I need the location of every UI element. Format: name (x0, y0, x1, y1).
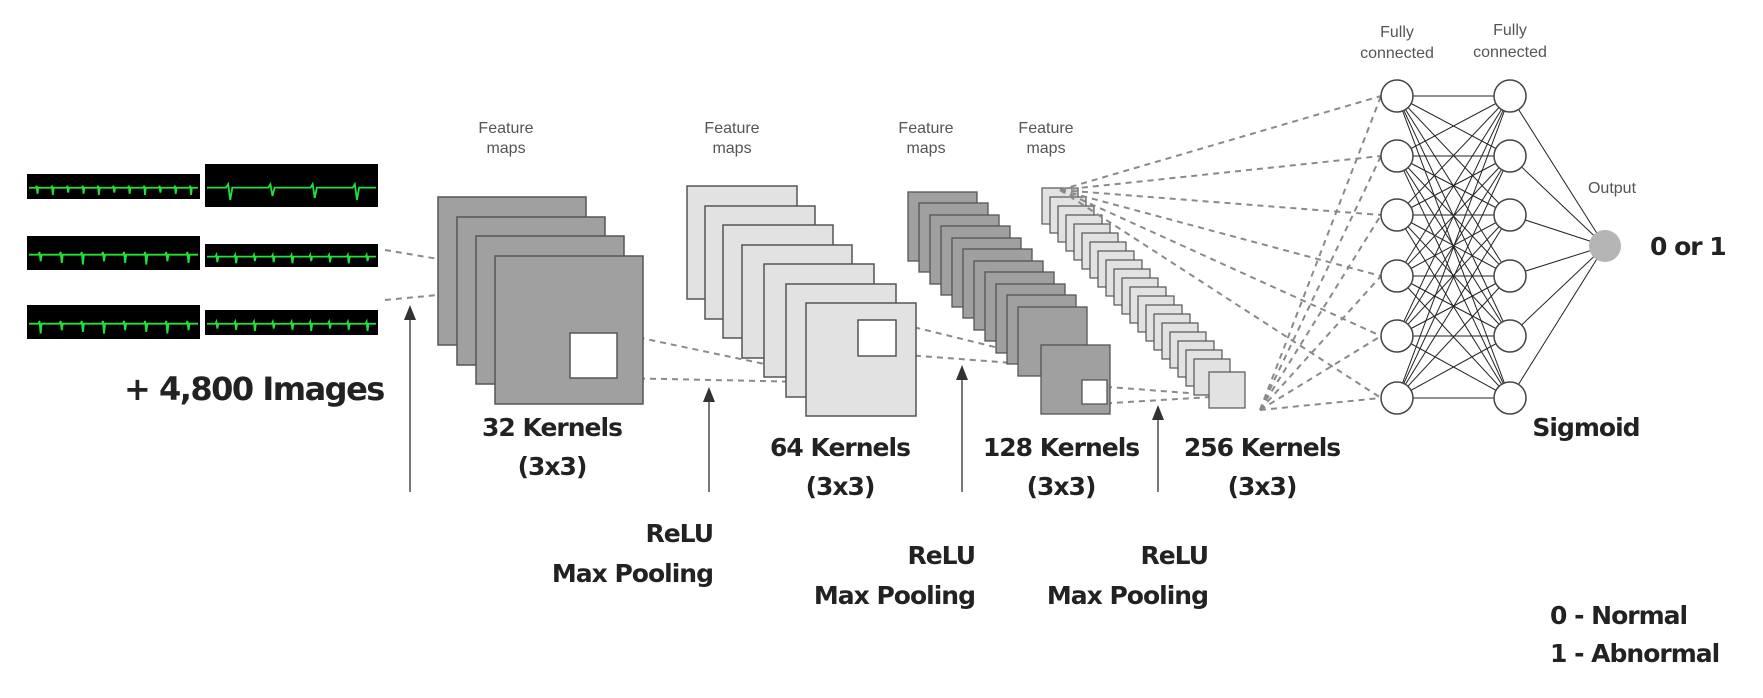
feature-maps-label-1b: maps (486, 140, 525, 157)
kernels-label-32: 32 Kernels (482, 413, 622, 442)
fc1-node (1380, 381, 1414, 415)
fc1-label-a: Fully (1380, 24, 1414, 41)
conv-block-128 (907, 191, 1111, 415)
kernels-label-64: 64 Kernels (770, 433, 910, 462)
fc1-label-b: connected (1360, 45, 1434, 62)
relu-label-2: ReLU (907, 541, 975, 570)
ecg-thumbnail (27, 305, 200, 339)
ecg-thumbnail (205, 164, 378, 207)
kernel-size-label-256: (3x3) (1228, 472, 1297, 501)
fc-connections (1396, 95, 1606, 399)
kernel-window (1081, 379, 1108, 405)
output-label: Output (1588, 180, 1637, 197)
feature-maps-label-2b: maps (712, 140, 751, 157)
feature-maps-label-2a: Feature (704, 120, 759, 137)
arrow-head (703, 387, 715, 402)
arrow-head (956, 365, 968, 380)
fc1-node (1380, 79, 1414, 113)
maxpool-label-1: Max Pooling (552, 559, 713, 588)
conv-block-32 (437, 196, 644, 405)
arrow-head (1152, 405, 1164, 420)
fc2-node (1493, 139, 1527, 173)
image-count-label: + 4,800 Images (124, 370, 384, 408)
output-node (1589, 230, 1621, 262)
fc2-node (1493, 259, 1527, 293)
feature-map (1208, 371, 1246, 409)
fc1-node (1380, 319, 1414, 353)
maxpool-label-3: Max Pooling (1047, 581, 1208, 610)
relu-label-1: ReLU (645, 519, 713, 548)
legend-normal: 0 - Normal (1550, 601, 1687, 630)
ecg-thumbnail (27, 236, 200, 270)
ecg-input-images (27, 164, 378, 339)
relu-label-3: ReLU (1140, 541, 1208, 570)
arrow-head (404, 305, 416, 320)
ecg-thumbnail (27, 174, 200, 199)
output-value-label: 0 or 1 (1650, 232, 1726, 261)
kernel-size-label-32: (3x3) (518, 452, 587, 481)
kernel-size-label-64: (3x3) (806, 472, 875, 501)
ecg-thumbnail (205, 310, 378, 335)
fc1-node (1380, 259, 1414, 293)
feature-maps-label-3a: Feature (898, 120, 953, 137)
fc1-node (1380, 198, 1414, 232)
fc2-node (1493, 79, 1527, 113)
fc2-node (1493, 198, 1527, 232)
fc2-node (1493, 381, 1527, 415)
fc2-label-a: Fully (1493, 22, 1527, 39)
legend-abnormal: 1 - Abnormal (1550, 639, 1719, 668)
kernel-window (857, 319, 897, 357)
conv-block-64 (686, 185, 917, 417)
feature-maps-label-4b: maps (1026, 140, 1065, 157)
maxpool-label-2: Max Pooling (814, 581, 975, 610)
kernels-label-128: 128 Kernels (983, 433, 1139, 462)
kernel-size-label-128: (3x3) (1027, 472, 1096, 501)
feature-maps-label-1a: Feature (478, 120, 533, 137)
flow-arrows (404, 305, 1164, 492)
dashed-fan-to-fc (1059, 95, 1382, 411)
feature-maps-label-4a: Feature (1018, 120, 1073, 137)
fc1-node (1380, 139, 1414, 173)
fc2-label-b: connected (1473, 44, 1547, 61)
fc-nodes (1380, 79, 1527, 415)
kernel-window (569, 332, 618, 379)
sigmoid-label: Sigmoid (1532, 413, 1639, 442)
kernels-label-256: 256 Kernels (1184, 433, 1340, 462)
ecg-thumbnail (205, 244, 378, 267)
conv-block-256 (1041, 187, 1246, 409)
feature-map (494, 255, 644, 405)
fc2-node (1493, 319, 1527, 353)
feature-maps-label-3b: maps (906, 140, 945, 157)
